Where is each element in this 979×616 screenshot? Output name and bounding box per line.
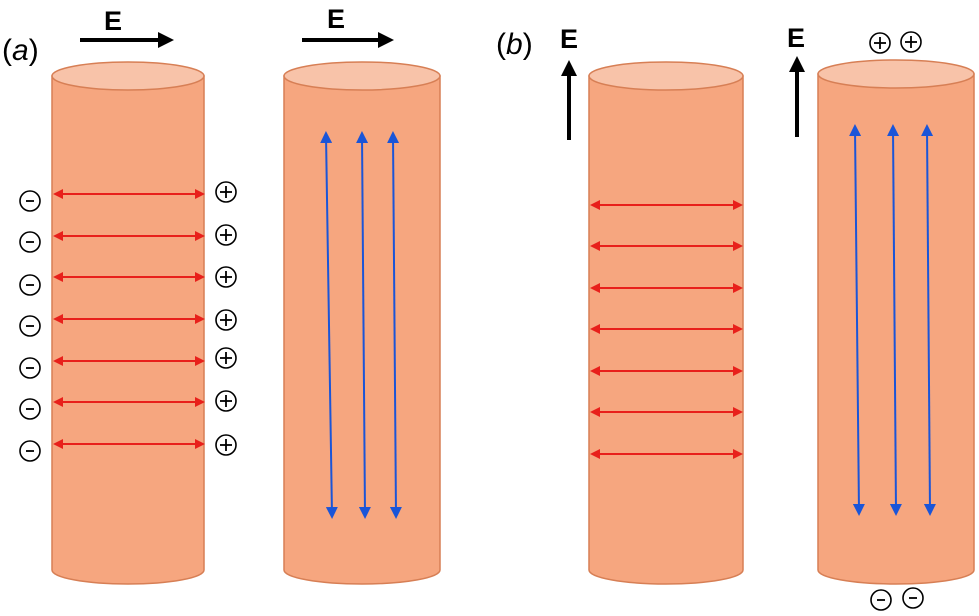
plus-charge — [215, 347, 237, 369]
field-arrow-b1: E — [560, 24, 578, 140]
minus-charge — [870, 589, 892, 611]
field-arrow-a1: E — [80, 6, 174, 48]
blue-arrow — [356, 131, 371, 519]
plus-charge — [869, 32, 891, 54]
blue-arrow — [387, 131, 402, 519]
plus-charge — [215, 224, 237, 246]
field-arrow-a2: E — [302, 4, 394, 48]
minus-charge — [19, 398, 41, 420]
plus-charge — [215, 434, 237, 456]
svg-text:(a): (a) — [2, 34, 39, 67]
minus-charge — [19, 357, 41, 379]
polarization-arrows-a2 — [320, 131, 402, 519]
polarization-arrows-b2 — [849, 124, 936, 516]
charges-a1-positive — [215, 181, 237, 456]
minus-charge — [19, 231, 41, 253]
charges-a1-negative — [19, 190, 41, 462]
charges-b2-positive — [869, 31, 922, 54]
field-arrow-b2: E — [787, 23, 805, 137]
field-label: E — [104, 6, 122, 36]
minus-charge — [19, 190, 41, 212]
svg-text:(b): (b) — [496, 28, 533, 61]
field-label: E — [787, 23, 805, 53]
plus-charge — [215, 309, 237, 331]
plus-charge — [900, 31, 922, 53]
minus-charge — [19, 440, 41, 462]
field-label: E — [560, 24, 578, 54]
blue-arrow — [320, 131, 338, 519]
polarization-arrows-b1 — [590, 200, 743, 459]
plus-charge — [215, 181, 237, 203]
minus-charge — [19, 315, 41, 337]
blue-arrow — [887, 124, 902, 516]
blue-arrow — [921, 124, 936, 516]
minus-charge — [902, 587, 924, 609]
cylinder-a1 — [51, 61, 205, 585]
panel-b-label: (b) — [496, 28, 533, 61]
panel-a-label: (a) — [2, 34, 39, 67]
blue-arrow — [849, 124, 865, 516]
polarization-arrows-a1 — [53, 189, 205, 449]
cylinder-b1 — [588, 61, 744, 585]
field-label: E — [327, 4, 345, 34]
plus-charge — [215, 266, 237, 288]
minus-charge — [19, 274, 41, 296]
plus-charge — [215, 390, 237, 412]
charges-b2-negative — [870, 587, 924, 611]
